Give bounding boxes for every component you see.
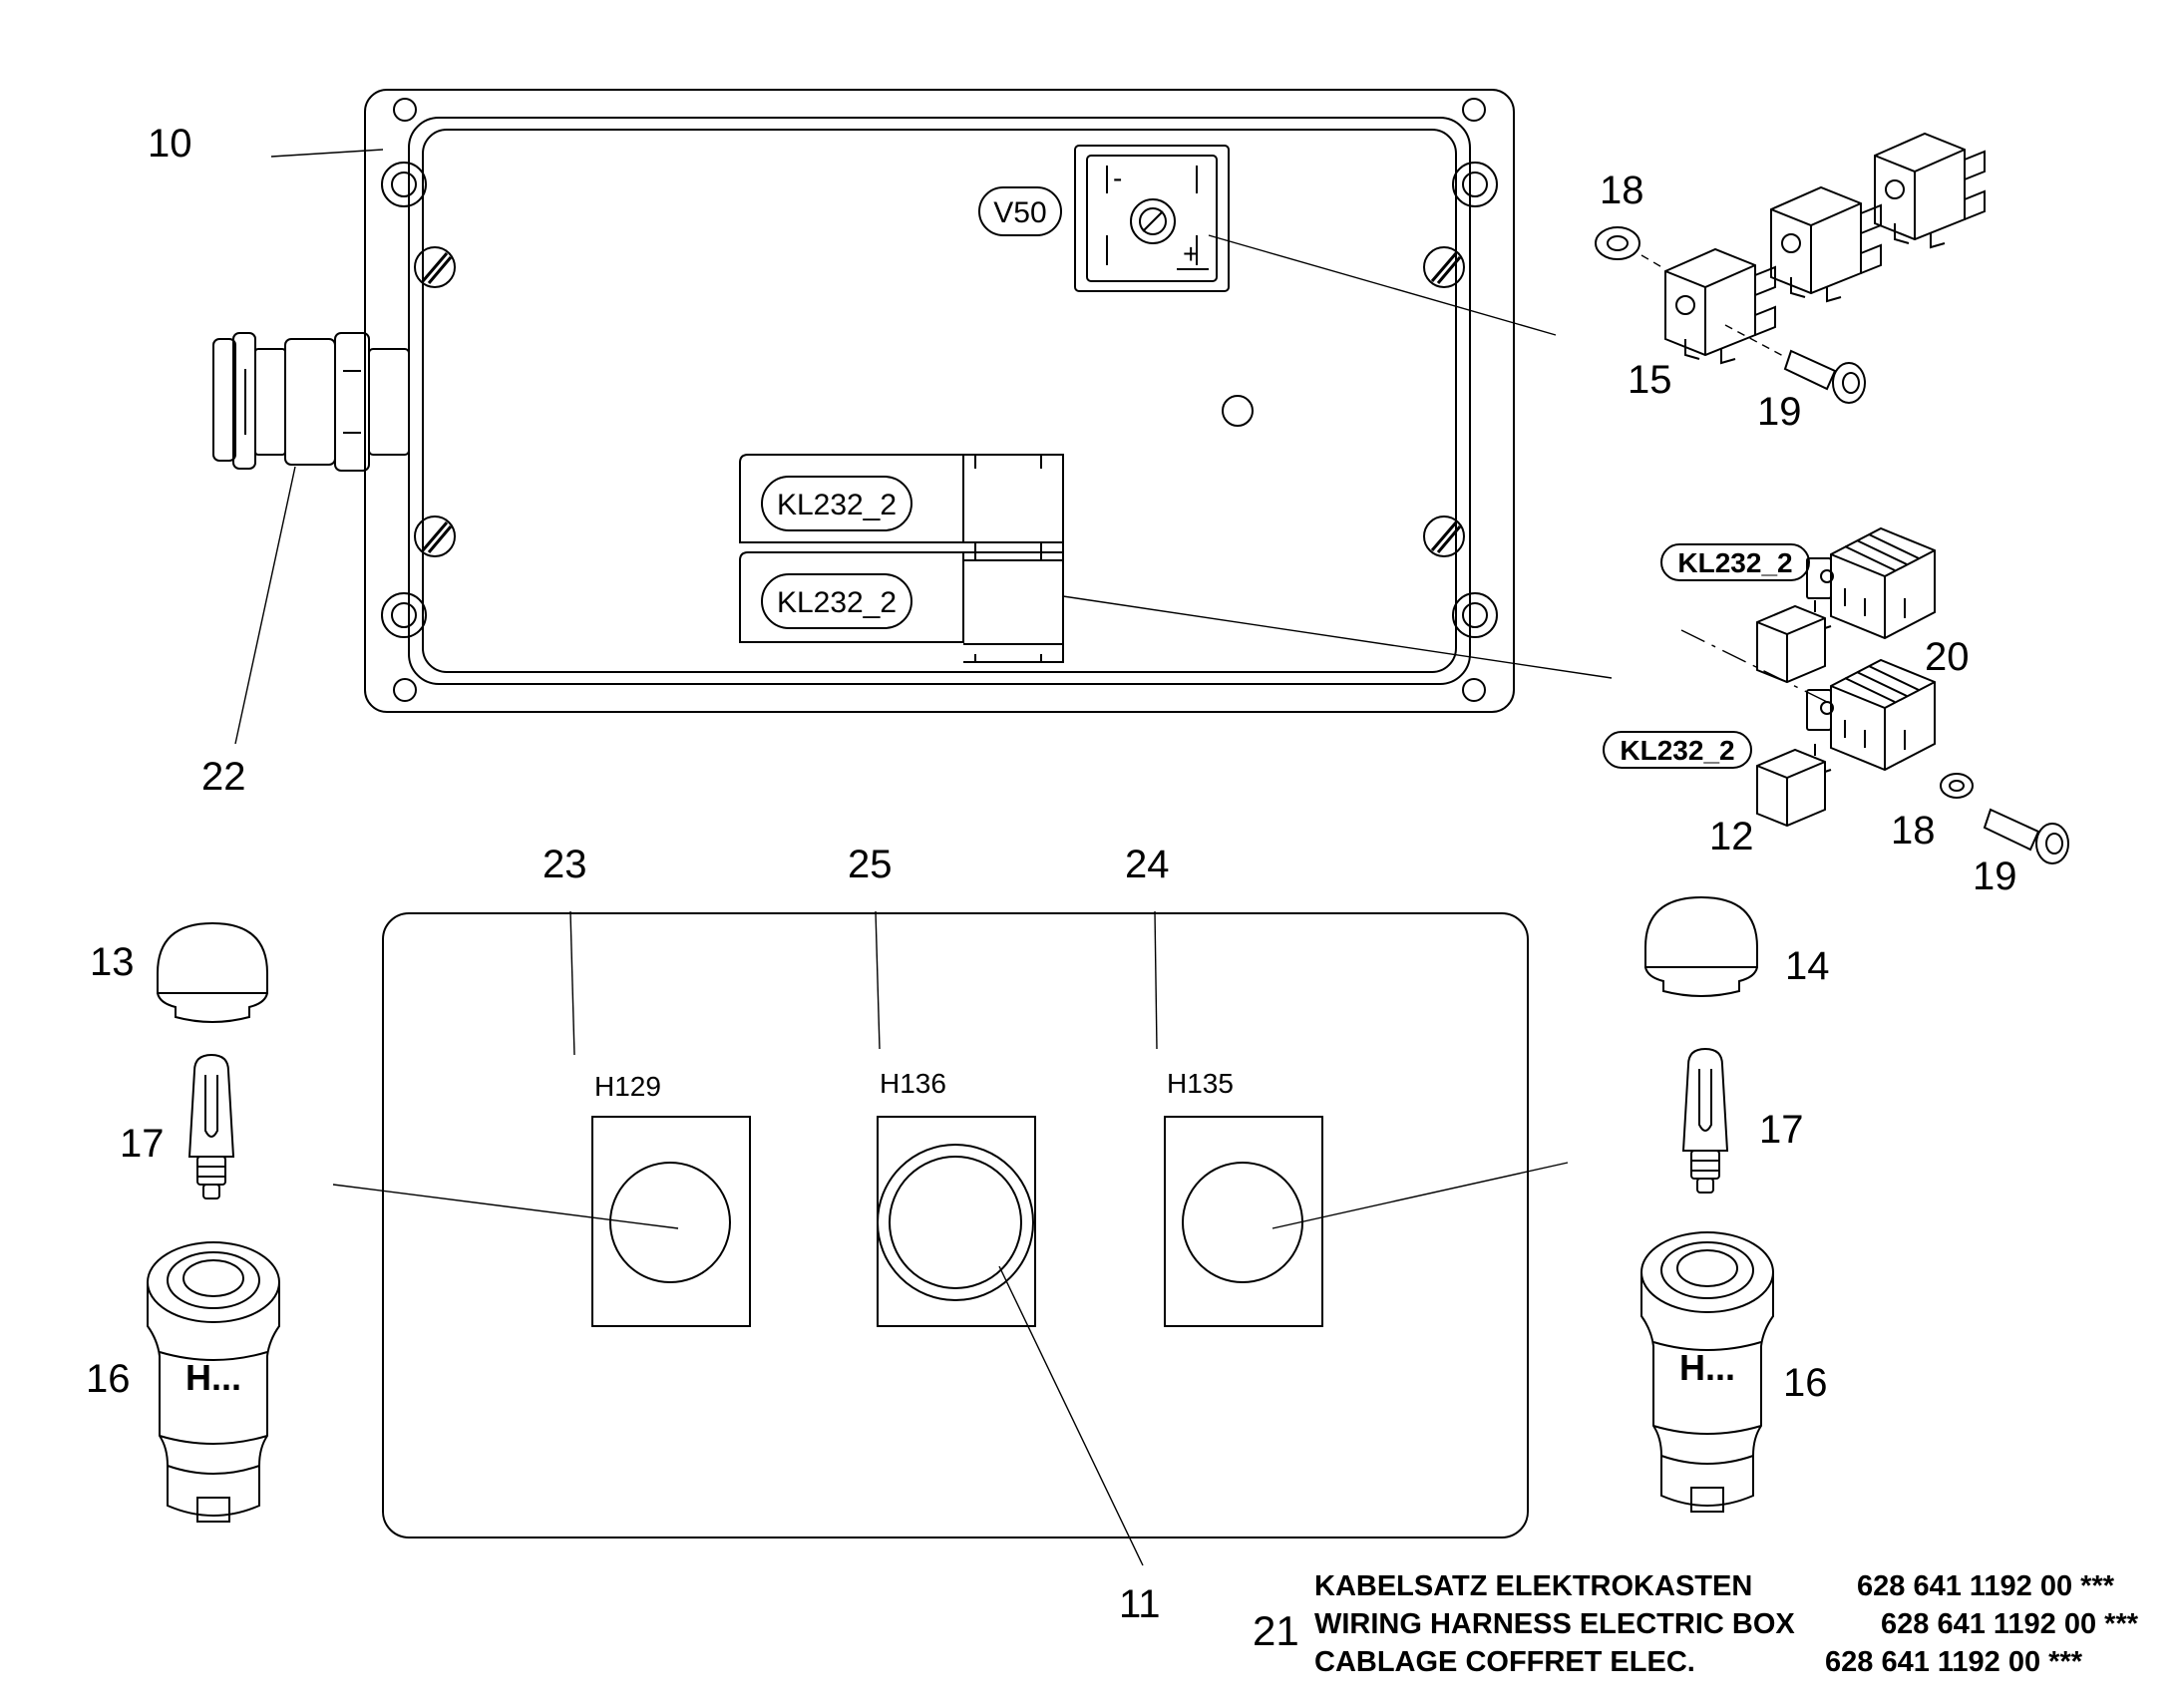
callout-17-left: 17 [120,1122,165,1166]
axis-line-upper [1640,254,1666,270]
callout-13: 13 [90,940,135,984]
callout-numbers: 10 22 18 15 19 20 12 18 19 23 25 24 13 1… [86,122,2017,1626]
callout-19-lower: 19 [1973,854,2017,898]
rectifier-parts-15 [1664,132,1986,365]
front-panel: H129 H136 H135 [382,912,1529,1538]
callout-11: 11 [1119,1582,1161,1626]
axis-line-upper-2 [1724,324,1786,358]
lamp-holder-16-left: H... [147,1241,280,1523]
lamp-label-h129: H129 [594,1071,661,1102]
callout-19-upper: 19 [1757,390,1802,434]
relay-cube-upper [1756,600,1832,684]
relay-tag-upper-label: KL232_2 [777,489,897,521]
callout-16-right: 16 [1783,1361,1828,1405]
caption-row-3-part: 628 641 1192 00 *** [1825,1646,2083,1678]
lamp-label-h135: H135 [1167,1068,1234,1099]
caption-row-1-part: 628 641 1192 00 *** [1857,1570,2115,1602]
relay-tags-right: KL232_2 KL232_2 [1603,543,1810,769]
lid-screws [414,246,1465,557]
screw-19-lower [1983,808,2069,864]
v50-tag-label: V50 [993,196,1046,229]
relay-axis-line [1680,629,1832,705]
lamp-holder-right-label: H... [1679,1347,1735,1388]
caption-row-1-desc: KABELSATZ ELEKTROKASTEN [1314,1570,1752,1602]
electric-box-housing [364,89,1515,713]
mounting-hole [1222,395,1254,427]
rectifier-minus-mark: - [1113,163,1122,193]
callout-15: 15 [1628,358,1672,402]
callout-23: 23 [543,843,587,886]
callout-25: 25 [848,843,893,886]
parts-caption: 21 KABELSATZ ELEKTROKASTEN 628 641 1192 … [1253,1570,2139,1678]
washer-18-upper [1595,226,1640,260]
callout-18-upper: 18 [1600,169,1644,212]
callout-14: 14 [1785,944,1830,988]
bulb-17-right [1681,1047,1729,1194]
relay-tag-right-lower-label: KL232_2 [1620,735,1734,766]
lamp-holder-left-label: H... [185,1357,241,1398]
callout-10: 10 [148,122,192,166]
rectifier-plus-mark: + [1183,238,1199,269]
relay-cube-lower [1756,744,1832,828]
leader-lines [234,149,1613,1566]
lamp-cap-13 [157,921,268,1023]
callout-18-lower: 18 [1891,809,1936,853]
callout-12: 12 [1709,815,1754,858]
relay-tag-lower-label: KL232_2 [777,586,897,619]
caption-row-2-part: 628 641 1192 00 *** [1881,1608,2139,1640]
v50-tag: V50 [978,186,1062,236]
lamp-cap-14 [1644,895,1758,997]
washer-18-lower [1940,773,1974,799]
callout-16-left: 16 [86,1357,131,1401]
cable-gland [212,332,410,472]
screw-19-upper [1783,349,1866,404]
caption-row-2-desc: WIRING HARNESS ELECTRIC BOX [1314,1608,1795,1640]
relay-socket-lower [1806,658,1936,772]
callout-24: 24 [1125,843,1170,886]
lamp-window-h136 [877,1116,1036,1327]
callout-22: 22 [201,755,246,799]
corner-holes [381,98,1498,702]
relay-slots: KL232_2 KL232_2 [739,454,1064,663]
lamp-holder-16-right: H... [1640,1231,1774,1513]
relay-socket-upper [1806,526,1936,640]
rectifier-v50: - + [1074,145,1230,292]
callout-17-right: 17 [1759,1108,1804,1152]
lamp-window-h135 [1164,1116,1323,1327]
callout-21: 21 [1253,1607,1299,1654]
bulb-17-left [187,1053,235,1199]
caption-row-3-desc: CABLAGE COFFRET ELEC. [1314,1646,1695,1678]
lamp-label-h136: H136 [880,1068,946,1099]
lamp-window-h129 [591,1116,751,1327]
relay-tag-right-upper-label: KL232_2 [1677,547,1792,578]
callout-20: 20 [1925,635,1970,679]
